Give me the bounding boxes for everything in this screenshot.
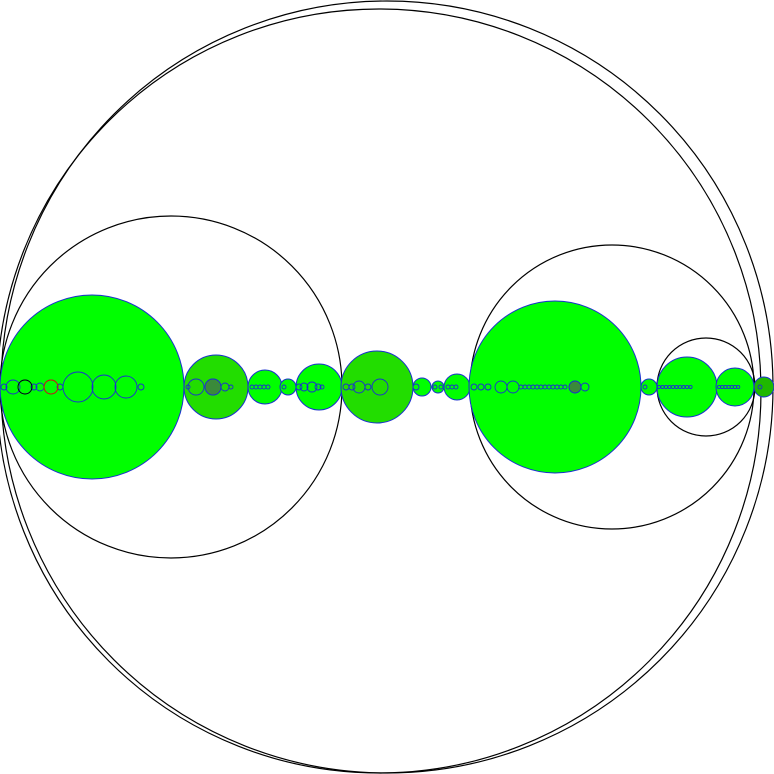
leaf-circle-16 — [228, 384, 234, 390]
leaf-circle-22 — [281, 384, 287, 390]
leaf-circle-11 — [137, 383, 145, 391]
leaf-circle-24 — [299, 382, 309, 392]
leaf-circle-75 — [736, 384, 741, 390]
leaf-circle-2 — [5, 379, 21, 395]
leaf-circle-39 — [470, 383, 478, 391]
node-circle-9 — [443, 373, 471, 401]
leaf-circle-25 — [306, 381, 318, 393]
node-circle-7 — [412, 377, 432, 397]
node-circle-3 — [247, 369, 283, 405]
leaf-circle-23 — [295, 383, 303, 391]
outlined-leaf-circle — [17, 379, 33, 395]
leaf-circle-10 — [114, 375, 138, 399]
node-circle-6 — [340, 350, 414, 424]
leaf-circle-55 — [562, 384, 568, 390]
leaf-circle-38 — [453, 384, 459, 390]
leaf-circle-34 — [432, 384, 438, 390]
leaf-circle-27 — [319, 384, 325, 390]
leaf-circle-21 — [265, 384, 271, 390]
leaf-circle-8 — [62, 371, 94, 403]
node-circle-5 — [295, 363, 343, 411]
leaf-circle-9 — [91, 374, 117, 400]
leaf-circles-layer — [0, 371, 763, 403]
highlighted-leaf-circle — [43, 379, 59, 395]
leaf-circle-68 — [688, 384, 693, 390]
dark-leaf-circle-2 — [568, 380, 582, 394]
leaf-circle-1 — [0, 383, 8, 391]
leaf-circle-13 — [187, 378, 205, 396]
leaf-circle-29 — [348, 383, 356, 391]
leaf-circle-40 — [477, 383, 485, 391]
node-circle-12 — [656, 356, 718, 418]
node-circle-8 — [431, 380, 445, 394]
leaf-circle-33 — [412, 383, 420, 391]
dark-leaf-circle-1 — [204, 378, 222, 396]
leaf-circle-4 — [30, 383, 38, 391]
node-circle-13 — [715, 367, 755, 407]
leaf-circle-58 — [642, 384, 648, 390]
leaf-circle-35 — [438, 384, 444, 390]
node-circle-14 — [753, 376, 774, 398]
leaf-circle-41 — [484, 383, 492, 391]
leaf-circle-76 — [757, 384, 763, 390]
leaf-circle-32 — [371, 378, 389, 396]
leaf-circle-26 — [314, 383, 322, 391]
leaf-circle-31 — [364, 383, 372, 391]
